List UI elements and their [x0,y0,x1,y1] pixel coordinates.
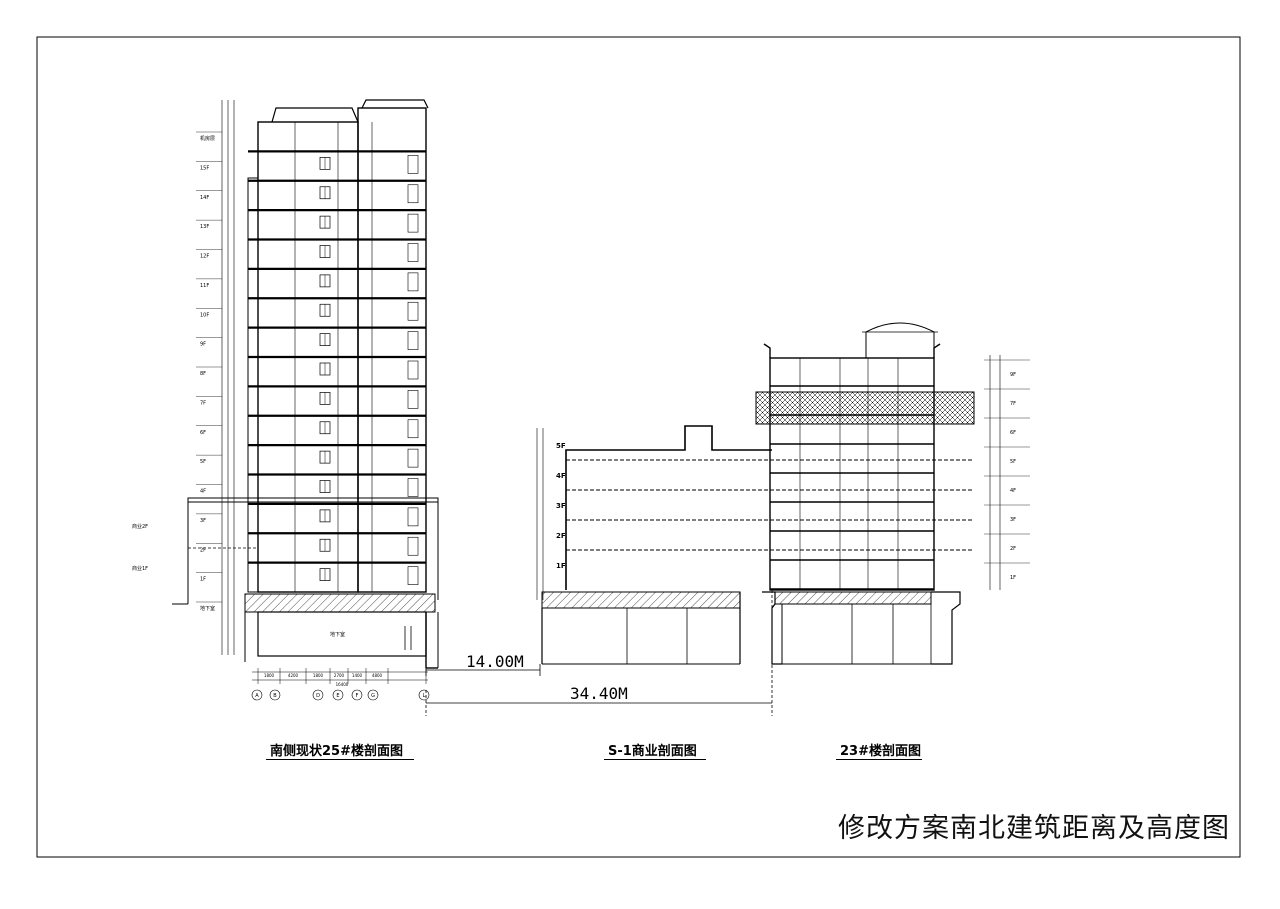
floor-label: 14F [200,195,209,201]
caption-building-23: 23#楼剖面图 [840,744,921,759]
floor-label: 2F [200,547,206,553]
caption-underline [266,759,414,760]
caption-building-25: 南侧现状25#楼剖面图 [270,744,403,759]
floor-label: 4F [556,472,566,480]
grid-bubble [312,689,324,701]
dim-label: 1800 [313,673,324,678]
floor-label: 1F [556,562,566,570]
side-label: 商业1F [132,565,148,572]
door [407,331,419,350]
floor-label: 9F [1010,372,1016,378]
floor-label: 机房层 [200,135,215,142]
door [407,301,419,321]
floor-label: 13F [200,224,209,230]
grid-bubble [251,689,263,701]
grid-bubble [418,689,430,701]
door [407,566,419,585]
caption-commercial-s1: S-1商业剖面图 [608,744,697,759]
floor-label: 6F [200,430,206,436]
floor-label: 地下室 [200,605,215,612]
dim-label: 4200 [288,673,299,678]
grid-bubble [367,689,379,701]
grid-bubble [351,689,363,701]
building-23-section: 9F 7F 6F 5F 4F 3F 2F 1F [755,322,1030,665]
sheet-border [36,36,1241,858]
commercial-s1-section: 5F 4F 3F 2F 1F [536,425,972,665]
dimension-gap-far: 34.40M [570,684,628,703]
floor-label: 9F [200,342,206,348]
door [407,243,419,262]
floor-label: 12F [200,254,209,260]
dim-label: 2700 [334,673,345,678]
grid-label: E [336,693,339,699]
building-25-section: 机房层 15F 14F 13F 12F 11F 10F 9F 8F 7F 6F 5F 4F 3F 2F 1F 地… [132,99,439,701]
door [407,448,419,468]
floor-label: 2F [556,532,566,540]
floor-label: 5F [1010,459,1016,465]
floor-label: 7F [1010,401,1016,407]
basement-label: 地下室 [330,631,345,638]
grid-bubble [332,689,344,701]
floor-label: 1F [200,577,206,583]
door [407,272,419,292]
door [407,536,419,556]
floor-label: 7F [200,400,206,406]
floor-label: 4F [200,489,206,495]
floor-label: 2F [1010,546,1016,552]
dim-label: 4800 [372,673,383,678]
sheet-title: 修改方案南北建筑距离及高度图 [838,813,1230,844]
floor-label: 4F [1010,488,1016,494]
grid-label: D [316,693,320,699]
door [407,478,419,497]
floor-label: 3F [556,502,566,510]
grid-label: G [371,693,375,699]
floor-label: 10F [200,312,209,318]
door [407,155,419,174]
total-dim-label: 16400 [336,682,349,687]
floor-label: 5F [556,442,566,450]
floor-label: 11F [200,283,209,289]
dim-label: 1400 [352,673,363,678]
door [407,213,419,233]
grid-bubble [269,689,281,701]
dimension-gap-near: 14.00M [466,652,524,671]
door [407,360,419,380]
floor-label: 5F [200,459,206,465]
side-label: 商业2F [132,523,148,530]
grid-label: F [356,693,359,699]
floor-label: 8F [200,371,206,377]
floor-label: 15F [200,165,209,171]
dim-label: 1800 [264,673,275,678]
door [407,390,419,409]
floor-label: 3F [1010,517,1016,523]
caption-underline [604,759,706,760]
floor-label: 1F [1010,575,1016,581]
dimension-14m [425,664,541,676]
grid-label: B [273,693,277,699]
door [407,507,419,527]
floor-label: 6F [1010,430,1016,436]
floor-label: 3F [200,518,206,524]
grid-label: A [255,693,259,699]
grid-label: L [423,693,426,699]
caption-underline [836,759,922,760]
door [407,419,419,439]
door [407,184,419,204]
